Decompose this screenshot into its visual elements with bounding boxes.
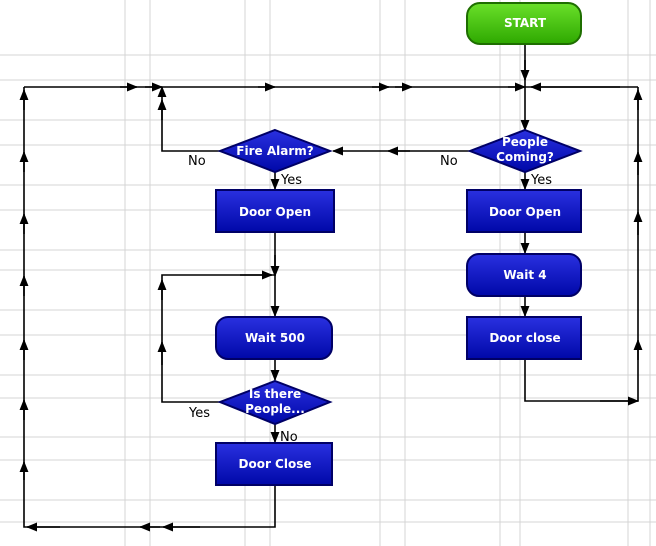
people-yes-label: Yes: [530, 173, 552, 188]
is-there-no-label: No: [280, 430, 298, 445]
fire-yes-label: Yes: [280, 173, 302, 188]
is-there-label-1: Is there: [249, 387, 301, 401]
wait-500-node[interactable]: Wait 500: [215, 316, 333, 360]
door-open-right-label: Door Open: [489, 205, 561, 219]
fire-alarm-decision[interactable]: Fire Alarm?: [217, 128, 333, 174]
wait-4-label: Wait 4: [503, 268, 546, 282]
is-there-people-decision[interactable]: Is there People...: [217, 379, 333, 426]
fire-alarm-label: Fire Alarm?: [236, 144, 313, 158]
people-coming-label-1: People: [502, 135, 548, 149]
people-coming-label-2: Coming?: [496, 150, 554, 164]
door-open-left-label: Door Open: [239, 205, 311, 219]
isthere-yes-loop: [161, 274, 275, 403]
connectors: [19, 44, 643, 532]
door-close-left-node[interactable]: Door Close: [215, 442, 333, 486]
people-no-label: No: [440, 154, 458, 169]
people-coming-decision[interactable]: People Coming?: [467, 128, 583, 174]
door-close-left-label: Door Close: [239, 457, 312, 471]
doorclose-r-return: [524, 87, 639, 402]
door-open-left-node[interactable]: Door Open: [215, 189, 335, 233]
start-node[interactable]: START: [466, 2, 582, 45]
wait-500-label: Wait 500: [245, 331, 305, 345]
start-label: START: [504, 16, 547, 30]
is-there-label-2: People...: [245, 402, 305, 416]
wait-4-node[interactable]: Wait 4: [466, 253, 582, 297]
door-close-right-node[interactable]: Door close: [466, 316, 582, 360]
door-open-right-node[interactable]: Door Open: [466, 189, 582, 233]
fire-no-label: No: [188, 154, 206, 169]
is-there-yes-label: Yes: [188, 406, 210, 421]
fire-no-line: [157, 85, 220, 152]
door-close-right-label: Door close: [489, 331, 560, 345]
